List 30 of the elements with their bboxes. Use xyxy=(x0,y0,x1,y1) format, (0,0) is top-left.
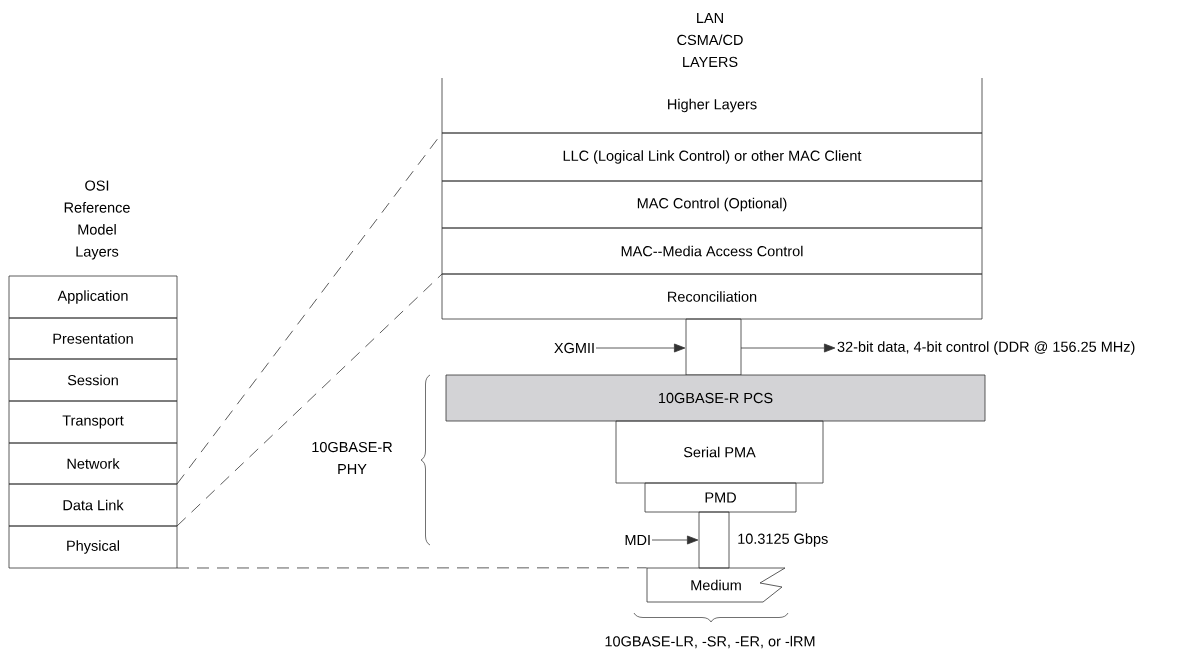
label-text: OSI Reference Model Layers xyxy=(64,180,130,260)
layer-box: Presentation xyxy=(8,317,178,360)
rate-label: 10.3125 Gbps xyxy=(738,533,828,547)
data-rate-label: 32-bit data, 4-bit control (DDR @ 156.25 MHz) xyxy=(837,341,1135,355)
dashed-line xyxy=(176,273,443,527)
medium-box: Medium xyxy=(646,567,786,603)
layer-box: 10GBASE-R PCS xyxy=(445,374,986,422)
interface-label: MDI xyxy=(625,535,650,545)
layer-box: MAC--Media Access Control xyxy=(441,227,983,275)
interface-channel xyxy=(698,511,730,569)
layer-box: Transport xyxy=(8,400,178,444)
layer-box: Physical xyxy=(8,525,178,569)
layer-box: Session xyxy=(8,358,178,402)
layer-box: LLC (Logical Link Control) or other MAC Client xyxy=(441,132,983,182)
layer-box: Data Link xyxy=(8,483,178,527)
dashed-line xyxy=(176,567,648,569)
arrow xyxy=(651,535,699,545)
layer-box: Network xyxy=(8,442,178,485)
layer-box: Application xyxy=(8,275,178,319)
layer-box: Reconciliation xyxy=(441,273,983,320)
arrow xyxy=(595,343,686,353)
layer-box: MAC Control (Optional) xyxy=(441,180,983,229)
layer-box: PMD xyxy=(644,482,797,513)
interface-label: XGMII xyxy=(554,342,594,354)
phy-label: 10GBASE-R PHY xyxy=(312,441,393,475)
layer-box: Higher Layers xyxy=(441,77,983,134)
medium-types-label: 10GBASE-LR, -SR, -ER, or -lRM xyxy=(605,635,815,649)
dashed-line xyxy=(176,132,443,485)
layer-box: Serial PMA xyxy=(615,420,824,484)
arrow xyxy=(740,343,836,353)
